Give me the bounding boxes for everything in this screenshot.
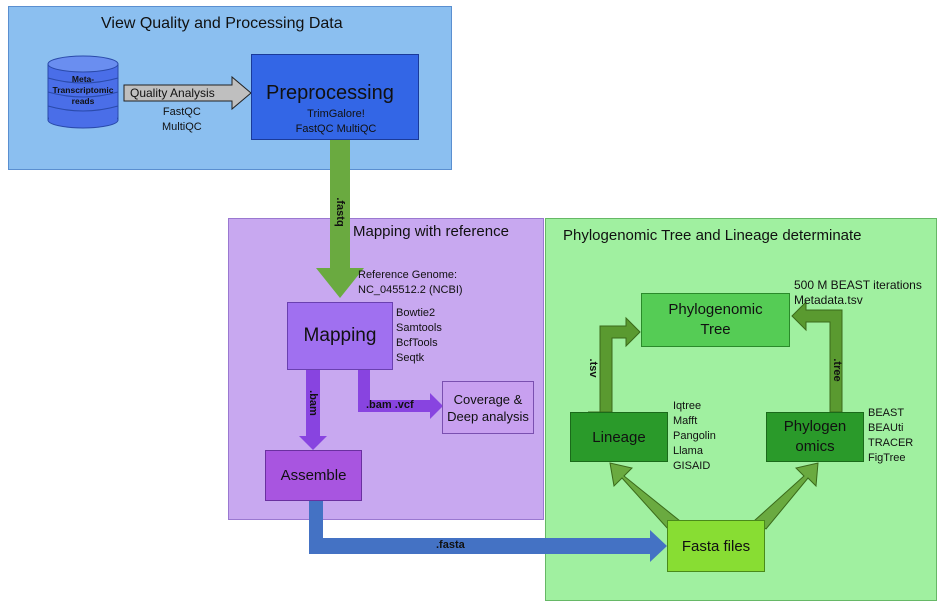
- quality-panel-title: View Quality and Processing Data: [101, 15, 343, 32]
- fasta-files-node[interactable]: Fasta files: [667, 520, 765, 572]
- tree-node[interactable]: Phylogenomic Tree: [641, 293, 790, 347]
- bam-label: .bam: [307, 390, 319, 416]
- fastq-arrow: [316, 140, 364, 298]
- preprocessing-label: Preprocessing: [266, 82, 394, 104]
- phylo-panel-title: Phylogenomic Tree and Lineage determinat…: [563, 227, 862, 244]
- fasta-files-label: Fasta files: [681, 537, 751, 555]
- assemble-label: Assemble: [280, 467, 347, 484]
- mapping-node[interactable]: Mapping: [287, 302, 393, 370]
- bam-vcf-label: .bam .vcf: [366, 399, 414, 411]
- bam-vcf-arrow: [358, 370, 443, 419]
- mapping-panel-title: Mapping with reference: [353, 223, 509, 240]
- tsv-arrow: [588, 316, 641, 413]
- quality-analysis-tools: FastQC MultiQC: [162, 106, 202, 133]
- phylogenomics-node[interactable]: Phylogen omics: [766, 412, 864, 462]
- phylogenomics-label: Phylogen omics: [783, 418, 847, 455]
- mapping-tools: Bowtie2 Samtools BcfTools Seqtk: [396, 307, 442, 364]
- tsv-label: .tsv: [587, 358, 599, 378]
- fasta-arrow: [309, 500, 667, 562]
- quality-analysis-arrow: [123, 75, 252, 111]
- quality-analysis-label: Quality Analysis: [130, 86, 215, 100]
- reference-genome: Reference Genome: NC_045512.2 (NCBI): [358, 269, 463, 296]
- tree-note: 500 M BEAST iterations Metadata.tsv: [794, 278, 922, 307]
- lineage-label: Lineage: [592, 428, 646, 446]
- coverage-node[interactable]: Coverage & Deep analysis: [442, 381, 534, 434]
- reads-label: Meta-Transcriptomic reads: [52, 73, 114, 106]
- fastq-label: .fastq: [334, 197, 346, 227]
- tree-label: .tree: [831, 358, 843, 382]
- tree-arrow: [791, 300, 843, 413]
- lineage-tools: Iqtree Mafft Pangolin Llama GISAID: [673, 400, 716, 472]
- bam-arrow: [299, 370, 327, 450]
- lineage-node[interactable]: Lineage: [570, 412, 668, 462]
- coverage-label: Coverage & Deep analysis: [447, 391, 529, 424]
- fasta-to-lineage-arrow: [609, 462, 681, 530]
- reads-database-icon: [47, 55, 119, 129]
- mapping-label: Mapping: [303, 325, 377, 346]
- fasta-to-phylogenomics-arrow: [753, 462, 819, 530]
- preprocessing-node[interactable]: Preprocessing TrimGalore! FastQC MultiQC: [251, 54, 419, 140]
- phylogenomics-tools: BEAST BEAUti TRACER FigTree: [868, 407, 914, 464]
- assemble-node[interactable]: Assemble: [265, 450, 362, 501]
- tree-label-text: Phylogenomic Tree: [668, 301, 763, 338]
- fasta-label: .fasta: [436, 539, 465, 551]
- preprocessing-tools: TrimGalore! FastQC MultiQC: [295, 108, 377, 135]
